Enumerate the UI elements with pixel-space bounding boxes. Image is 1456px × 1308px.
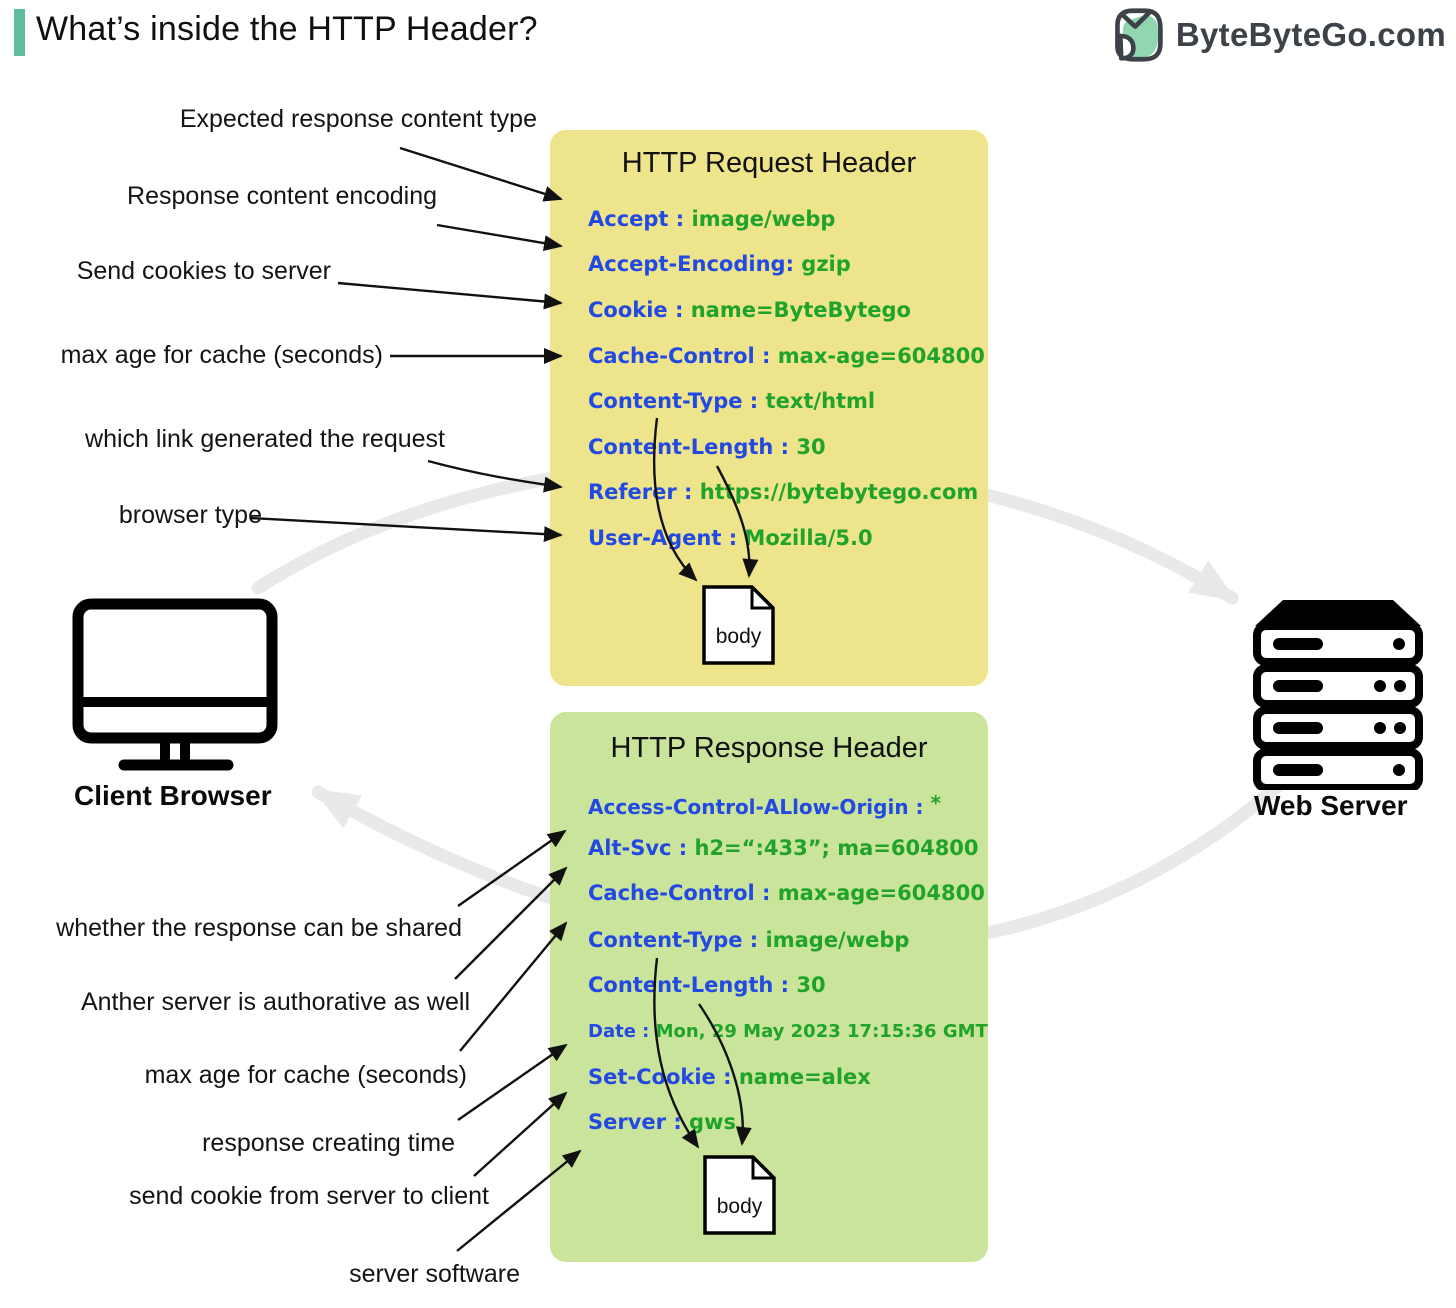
header-row: Set-Cookie : name=alex [588, 1065, 871, 1089]
annotation-send-cookie-server-to-client: send cookie from server to client [129, 1182, 489, 1210]
web-server-label: Web Server [1254, 790, 1408, 821]
header-key: Cookie [588, 298, 668, 322]
header-value: Mozilla/5.0 [744, 526, 873, 550]
header-row: Cache-Control : max-age=604800 [588, 344, 985, 368]
header-key: Set-Cookie [588, 1065, 716, 1089]
header-value: https://bytebytego.com [699, 480, 979, 504]
annotation-response-creating-time: response creating time [202, 1129, 455, 1157]
header-value: 30 [796, 435, 826, 459]
annotation-browser-type: browser type [118, 501, 262, 529]
header-row: Content-Type : image/webp [588, 928, 910, 952]
client-browser-icon [72, 598, 278, 774]
header-row: Cache-Control : max-age=604800 [588, 881, 985, 905]
annotation-max-age-for-cache-response: max age for cache (seconds) [144, 1061, 467, 1089]
annotation-which-link-generated-request: which link generated the request [85, 425, 445, 453]
bytebytego-logo-icon [1110, 6, 1166, 64]
response-header-title: HTTP Response Header [610, 732, 928, 764]
page-title: What’s inside the HTTP Header? [36, 10, 538, 48]
header-key: Server [588, 1110, 667, 1134]
header-value: text/html [765, 389, 876, 413]
header-row: Alt-Svc : h2=“:433”; ma=604800 [588, 836, 979, 860]
header-key: Cache-Control [588, 881, 755, 905]
annotation-arrow [337, 281, 563, 310]
body-document-label: body [715, 625, 762, 648]
header-key: User-Agent [588, 526, 722, 550]
header-row: Server : gws [588, 1110, 736, 1134]
header-row: Cookie : name=ByteBytego [588, 298, 911, 322]
header-row: Content-Length : 30 [588, 435, 826, 459]
header-row: Access-Control-ALlow-Origin : * [588, 791, 941, 819]
bytebytego-logo-text: ByteByteGo.com [1175, 16, 1446, 53]
header-row: Accept-Encoding: gzip [588, 252, 851, 276]
annotation-expected-response-content-type: Expected response content type [179, 105, 537, 133]
header-row: Referer : https://bytebytego.com [588, 480, 979, 504]
annotation-arrow [457, 829, 567, 907]
header-key: Content-Type [588, 928, 743, 952]
header-key: Referer [588, 480, 677, 504]
web-server-icon [1253, 598, 1423, 790]
body-document: body [703, 1155, 776, 1235]
annotation-arrow [249, 516, 563, 543]
header-key: Access-Control-ALlow-Origin [588, 795, 909, 819]
header-key: Accept-Encoding [588, 252, 786, 276]
header-row: Date : Mon, 29 May 2023 17:15:36 GMT [588, 1021, 988, 1042]
annotation-response-content-encoding: Response content encoding [127, 182, 437, 210]
header-key: Date [588, 1021, 636, 1042]
header-row: Content-Type : text/html [588, 389, 876, 413]
annotation-send-cookies-to-server: Send cookies to server [76, 257, 331, 285]
annotation-max-age-for-cache-request: max age for cache (seconds) [60, 341, 383, 369]
header-value: * [930, 791, 941, 815]
header-key: Content-Length [588, 973, 774, 997]
annotation-arrow [427, 459, 563, 493]
header-row: Accept : image/webp [588, 207, 836, 231]
header-value: 30 [796, 973, 826, 997]
header-value: max-age=604800 [777, 881, 985, 905]
request-header-title: HTTP Request Header [621, 147, 917, 179]
annotation-arrow [436, 223, 563, 252]
header-row: Content-Length : 30 [588, 973, 826, 997]
bytebytego-logo: ByteByteGo.com [1110, 6, 1446, 64]
header-value: gws [689, 1110, 736, 1134]
header-value: gzip [801, 252, 851, 276]
client-browser-label: Client Browser [74, 780, 272, 811]
header-key: Cache-Control [588, 344, 755, 368]
header-value: name=ByteBytego [690, 298, 911, 322]
body-document: body [702, 585, 775, 665]
annotation-another-server-authoritative: Anther server is authorative as well [80, 988, 470, 1016]
header-row: User-Agent : Mozilla/5.0 [588, 526, 873, 550]
header-value: image/webp [691, 207, 836, 231]
header-value: Mon, 29 May 2023 17:15:36 GMT [655, 1021, 988, 1042]
header-key: Alt-Svc [588, 836, 672, 860]
header-key: Accept [588, 207, 669, 231]
title-accent-bar [14, 9, 25, 56]
header-value: h2=“:433”; ma=604800 [694, 836, 979, 860]
header-value: max-age=604800 [777, 344, 985, 368]
header-key: Content-Length [588, 435, 774, 459]
header-value: name=alex [738, 1065, 871, 1089]
annotation-server-software: server software [349, 1260, 520, 1288]
body-document-label: body [716, 1195, 763, 1218]
annotation-response-can-be-shared: whether the response can be shared [56, 914, 462, 942]
header-key: Content-Type [588, 389, 743, 413]
header-value: image/webp [765, 928, 910, 952]
